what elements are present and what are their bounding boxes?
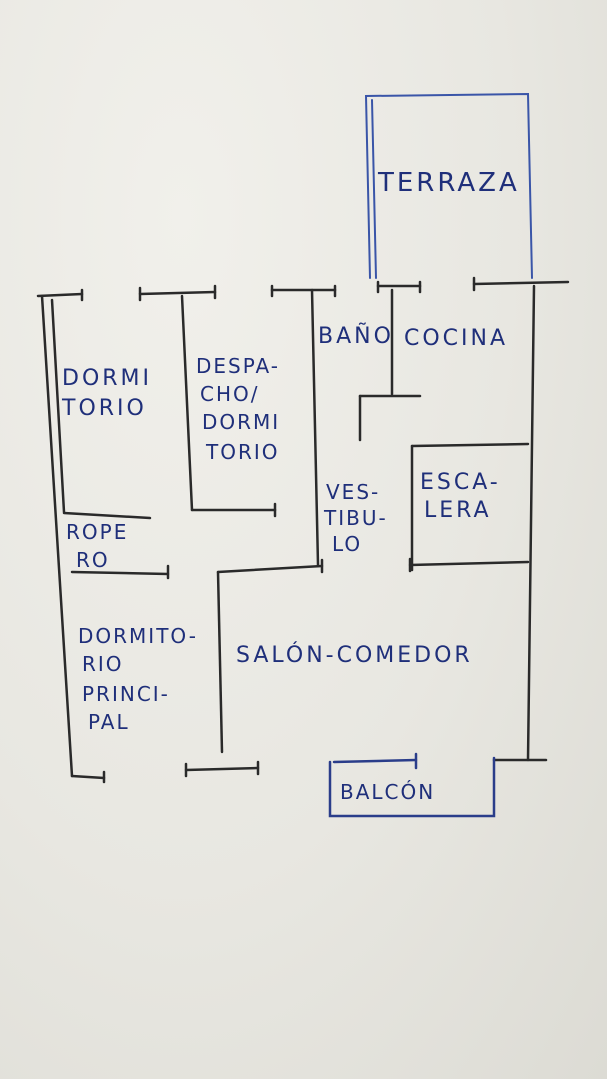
wall-bottom-left: [70, 774, 106, 780]
room-label-despacho-line1: DESPA-: [196, 354, 280, 378]
wall-despacho-left: [180, 294, 194, 512]
room-label-ropero-line2: RO: [76, 548, 110, 572]
room-label-principal-line3: PRINCI-: [82, 682, 170, 706]
room-label-vestibulo-line2: TIBU-: [324, 506, 388, 530]
room-label-despacho-line4: TORIO: [206, 440, 280, 464]
balcon-outline: [328, 756, 496, 818]
room-label-despacho-line2: CHO/: [200, 382, 260, 406]
wall-escalera-bottom: [408, 560, 530, 567]
room-label-balcon: BALCÓN: [340, 780, 436, 804]
wall-top-5: [472, 280, 570, 286]
room-label-escalera-line2: LERA: [424, 498, 492, 523]
room-label-principal-line1: DORMITO-: [78, 624, 198, 648]
room-label-principal-line2: RIO: [82, 652, 124, 676]
wall-left-outer: [40, 294, 74, 778]
wall-top-left: [36, 292, 84, 298]
room-label-escalera-line1: ESCA-: [420, 470, 501, 495]
wall-escalera-top: [410, 442, 530, 448]
room-label-principal-line4: PAL: [88, 710, 130, 734]
room-label-ropero-line1: ROPE: [66, 520, 129, 544]
room-label-vestibulo-line1: VES-: [326, 480, 381, 504]
room-label-vestibulo-line3: LO: [332, 532, 363, 556]
room-label-dormitorio-line2: TORIO: [62, 396, 147, 421]
room-label-cocina: COCINA: [404, 326, 509, 351]
wall-left-inner: [50, 298, 66, 514]
wall-top-2: [138, 290, 217, 296]
wall-ropero-top: [62, 511, 152, 520]
room-label-despacho-line3: DORMI: [202, 410, 281, 434]
room-label-dormitorio-line1: DORMI: [62, 366, 153, 391]
terraza-outline: [364, 92, 533, 279]
wall-ropero-bottom: [70, 570, 170, 576]
wall-bottom-2: [184, 766, 260, 772]
room-label-bano: BAÑO: [318, 324, 394, 349]
room-label-terraza: TERRAZA: [378, 168, 520, 198]
wall-right-outer: [526, 284, 536, 762]
wall-salon-left: [216, 570, 224, 754]
wall-despacho-right: [310, 288, 320, 567]
room-label-salon-comedor: SALÓN-COMEDOR: [236, 643, 473, 668]
wall-salon-top: [216, 564, 324, 574]
